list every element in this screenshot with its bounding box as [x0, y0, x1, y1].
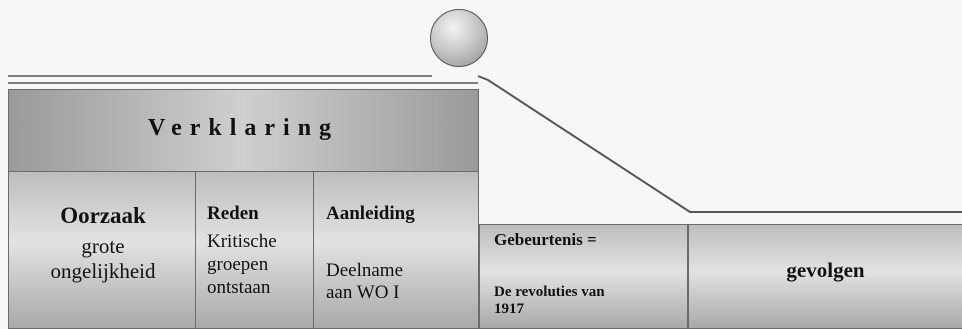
- oorzaak-text-line: grote: [81, 234, 125, 258]
- aanleiding-text: Deelname aan WO I: [326, 260, 403, 304]
- oorzaak-heading: Oorzaak: [60, 203, 146, 228]
- gevolgen-heading: gevolgen: [786, 258, 865, 282]
- ball-icon: [430, 9, 488, 67]
- gebeurtenis-text: De revoluties van 1917: [494, 284, 684, 318]
- oorzaak-text: grote ongelijkheid: [9, 234, 197, 284]
- aanleiding-box: Aanleiding Deelname aan WO I: [314, 172, 479, 329]
- reden-text-line: groepen: [207, 254, 269, 275]
- aanleiding-text-line: Deelname: [326, 260, 404, 281]
- reden-text-line: Kritische: [207, 231, 277, 252]
- aanleiding-text-line: aan WO I: [326, 282, 400, 303]
- gebeurtenis-heading: Gebeurtenis =: [494, 230, 597, 249]
- verklaring-box: Verklaring: [8, 89, 479, 172]
- reden-box: Reden Kritische groepen ontstaan: [196, 172, 314, 329]
- reden-text-line: ontstaan: [207, 277, 271, 298]
- reden-text: Kritische groepen ontstaan: [207, 230, 277, 299]
- reden-heading: Reden: [207, 203, 259, 224]
- verklaring-title: Verklaring: [147, 115, 340, 141]
- gebeurtenis-text-line: De revoluties van: [494, 284, 605, 300]
- gebeurtenis-text-line: 1917: [494, 301, 524, 317]
- oorzaak-box: Oorzaak grote ongelijkheid: [8, 172, 196, 329]
- aanleiding-heading: Aanleiding: [326, 203, 415, 224]
- oorzaak-text-line: ongelijkheid: [50, 259, 156, 283]
- gebeurtenis-box: Gebeurtenis = De revoluties van 1917: [479, 224, 688, 329]
- slope-line: [477, 75, 962, 213]
- gevolgen-box: gevolgen: [688, 224, 962, 329]
